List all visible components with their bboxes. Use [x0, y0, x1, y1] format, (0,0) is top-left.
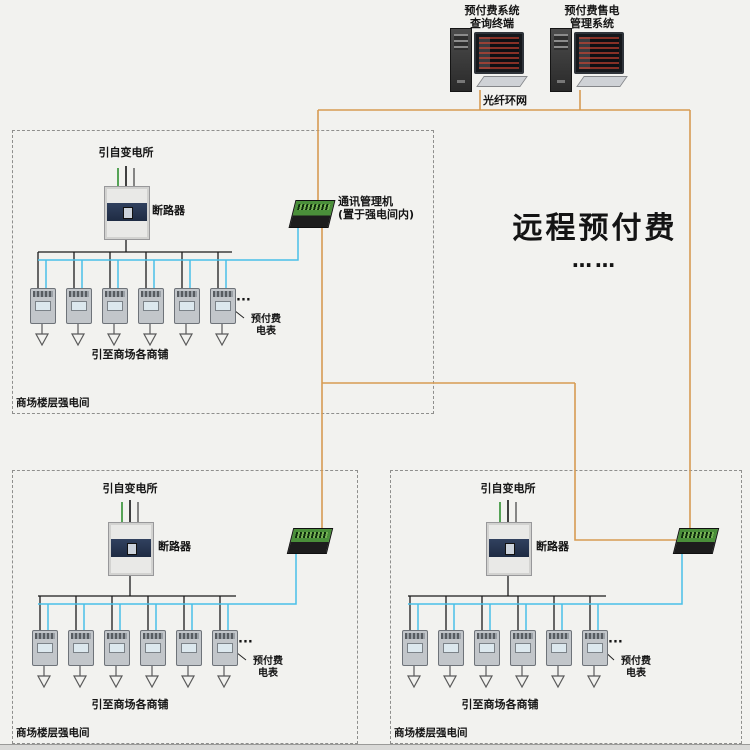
room1-meter-label: 预付费 电表 — [242, 314, 290, 338]
room3-source-label: 引自变电所 — [480, 482, 536, 495]
fiber-ring-label: 光纤环网 — [483, 94, 527, 107]
prepaid-meter — [474, 630, 500, 666]
prepaid-meter — [32, 630, 58, 666]
comm-gateway-device-1 — [288, 200, 336, 228]
image-bottom-edge — [0, 744, 750, 750]
room1-breaker-label: 断路器 — [152, 204, 185, 217]
room1-more-meters-dots: ··· — [236, 293, 251, 308]
room3-name-label: 商场楼层强电间 — [394, 727, 468, 739]
room1-meter-label-line1: 预付费 — [251, 314, 281, 325]
prepaid-meter — [66, 288, 92, 324]
prepaid-meter — [104, 630, 130, 666]
diagram-title-ellipsis: …… — [572, 248, 618, 272]
prepaid-meter — [140, 630, 166, 666]
power-room-3-boundary — [390, 470, 742, 744]
vending-system-tower — [550, 28, 572, 92]
room3-meter-label: 预付费 电表 — [612, 656, 660, 680]
room3-meter-label-line2: 电表 — [626, 668, 646, 679]
prepaid-meter — [212, 630, 238, 666]
comm-gateway-device-2 — [286, 528, 334, 554]
room2-name-label: 商场楼层强电间 — [16, 727, 90, 739]
label-pointer-lines — [229, 306, 615, 661]
vending-system-keyboard — [576, 76, 628, 87]
circuit-breaker-3 — [486, 522, 532, 576]
prepaid-meter — [402, 630, 428, 666]
prepaid-meter — [68, 630, 94, 666]
diagram-title: 远程预付费 — [512, 211, 678, 246]
comm-gateway-device-3 — [672, 528, 720, 554]
prepaid-meter — [176, 630, 202, 666]
room2-source-label: 引自变电所 — [102, 482, 158, 495]
room3-breaker-label: 断路器 — [536, 540, 569, 553]
prepaid-meter — [138, 288, 164, 324]
prepaid-meter — [30, 288, 56, 324]
room2-outgoing-label: 引至商场各商铺 — [91, 698, 169, 711]
room1-meter-label-line2: 电表 — [256, 326, 276, 337]
comm-gateway-label: 通讯管理机 (置于强电间内) — [338, 195, 414, 221]
feeder-wires — [117, 166, 517, 522]
comm-gateway-label-line1: 通讯管理机 — [338, 195, 393, 208]
query-terminal-label: 预付费系统 查询终端 — [450, 4, 534, 30]
room2-more-meters-dots: ··· — [238, 635, 253, 650]
prepaid-meter — [438, 630, 464, 666]
comm-gateway-label-line2: (置于强电间内) — [338, 208, 415, 221]
fiber-ring-wires — [317, 90, 691, 541]
room1-outgoing-label: 引至商场各商铺 — [91, 348, 169, 361]
room2-meter-label: 预付费 电表 — [244, 656, 292, 680]
room1-source-label: 引自变电所 — [98, 146, 154, 159]
prepaid-meter — [510, 630, 536, 666]
room3-meter-label-line1: 预付费 — [621, 656, 651, 667]
circuit-breaker-1 — [104, 186, 150, 240]
prepaid-meter — [546, 630, 572, 666]
vending-system-label: 预付费售电 管理系统 — [550, 4, 634, 30]
power-room-1-boundary — [12, 130, 434, 414]
power-bus-wires — [37, 238, 606, 630]
room1-name-label: 商场楼层强电间 — [16, 397, 90, 409]
query-terminal-monitor — [474, 32, 524, 74]
room3-more-meters-dots: ··· — [608, 635, 623, 650]
query-terminal-label-line1: 预付费系统 — [464, 4, 520, 17]
power-room-2-boundary — [12, 470, 358, 744]
prepaid-meter — [102, 288, 128, 324]
prepaid-meter — [210, 288, 236, 324]
signal-wires — [38, 226, 683, 630]
query-terminal-keyboard — [476, 76, 528, 87]
outgoing-feeder-arrows — [34, 322, 602, 689]
room3-outgoing-label: 引至商场各商铺 — [461, 698, 539, 711]
vending-system-monitor — [574, 32, 624, 74]
circuit-breaker-2 — [108, 522, 154, 576]
room2-meter-label-line1: 预付费 — [253, 656, 283, 667]
prepaid-meter — [582, 630, 608, 666]
room2-meter-label-line2: 电表 — [258, 668, 278, 679]
query-terminal-tower — [450, 28, 472, 92]
vending-system-label-line2: 管理系统 — [570, 17, 614, 30]
room2-breaker-label: 断路器 — [158, 540, 191, 553]
vending-system-label-line1: 预付费售电 — [564, 4, 620, 17]
query-terminal-label-line2: 查询终端 — [470, 17, 514, 30]
prepaid-meter — [174, 288, 200, 324]
